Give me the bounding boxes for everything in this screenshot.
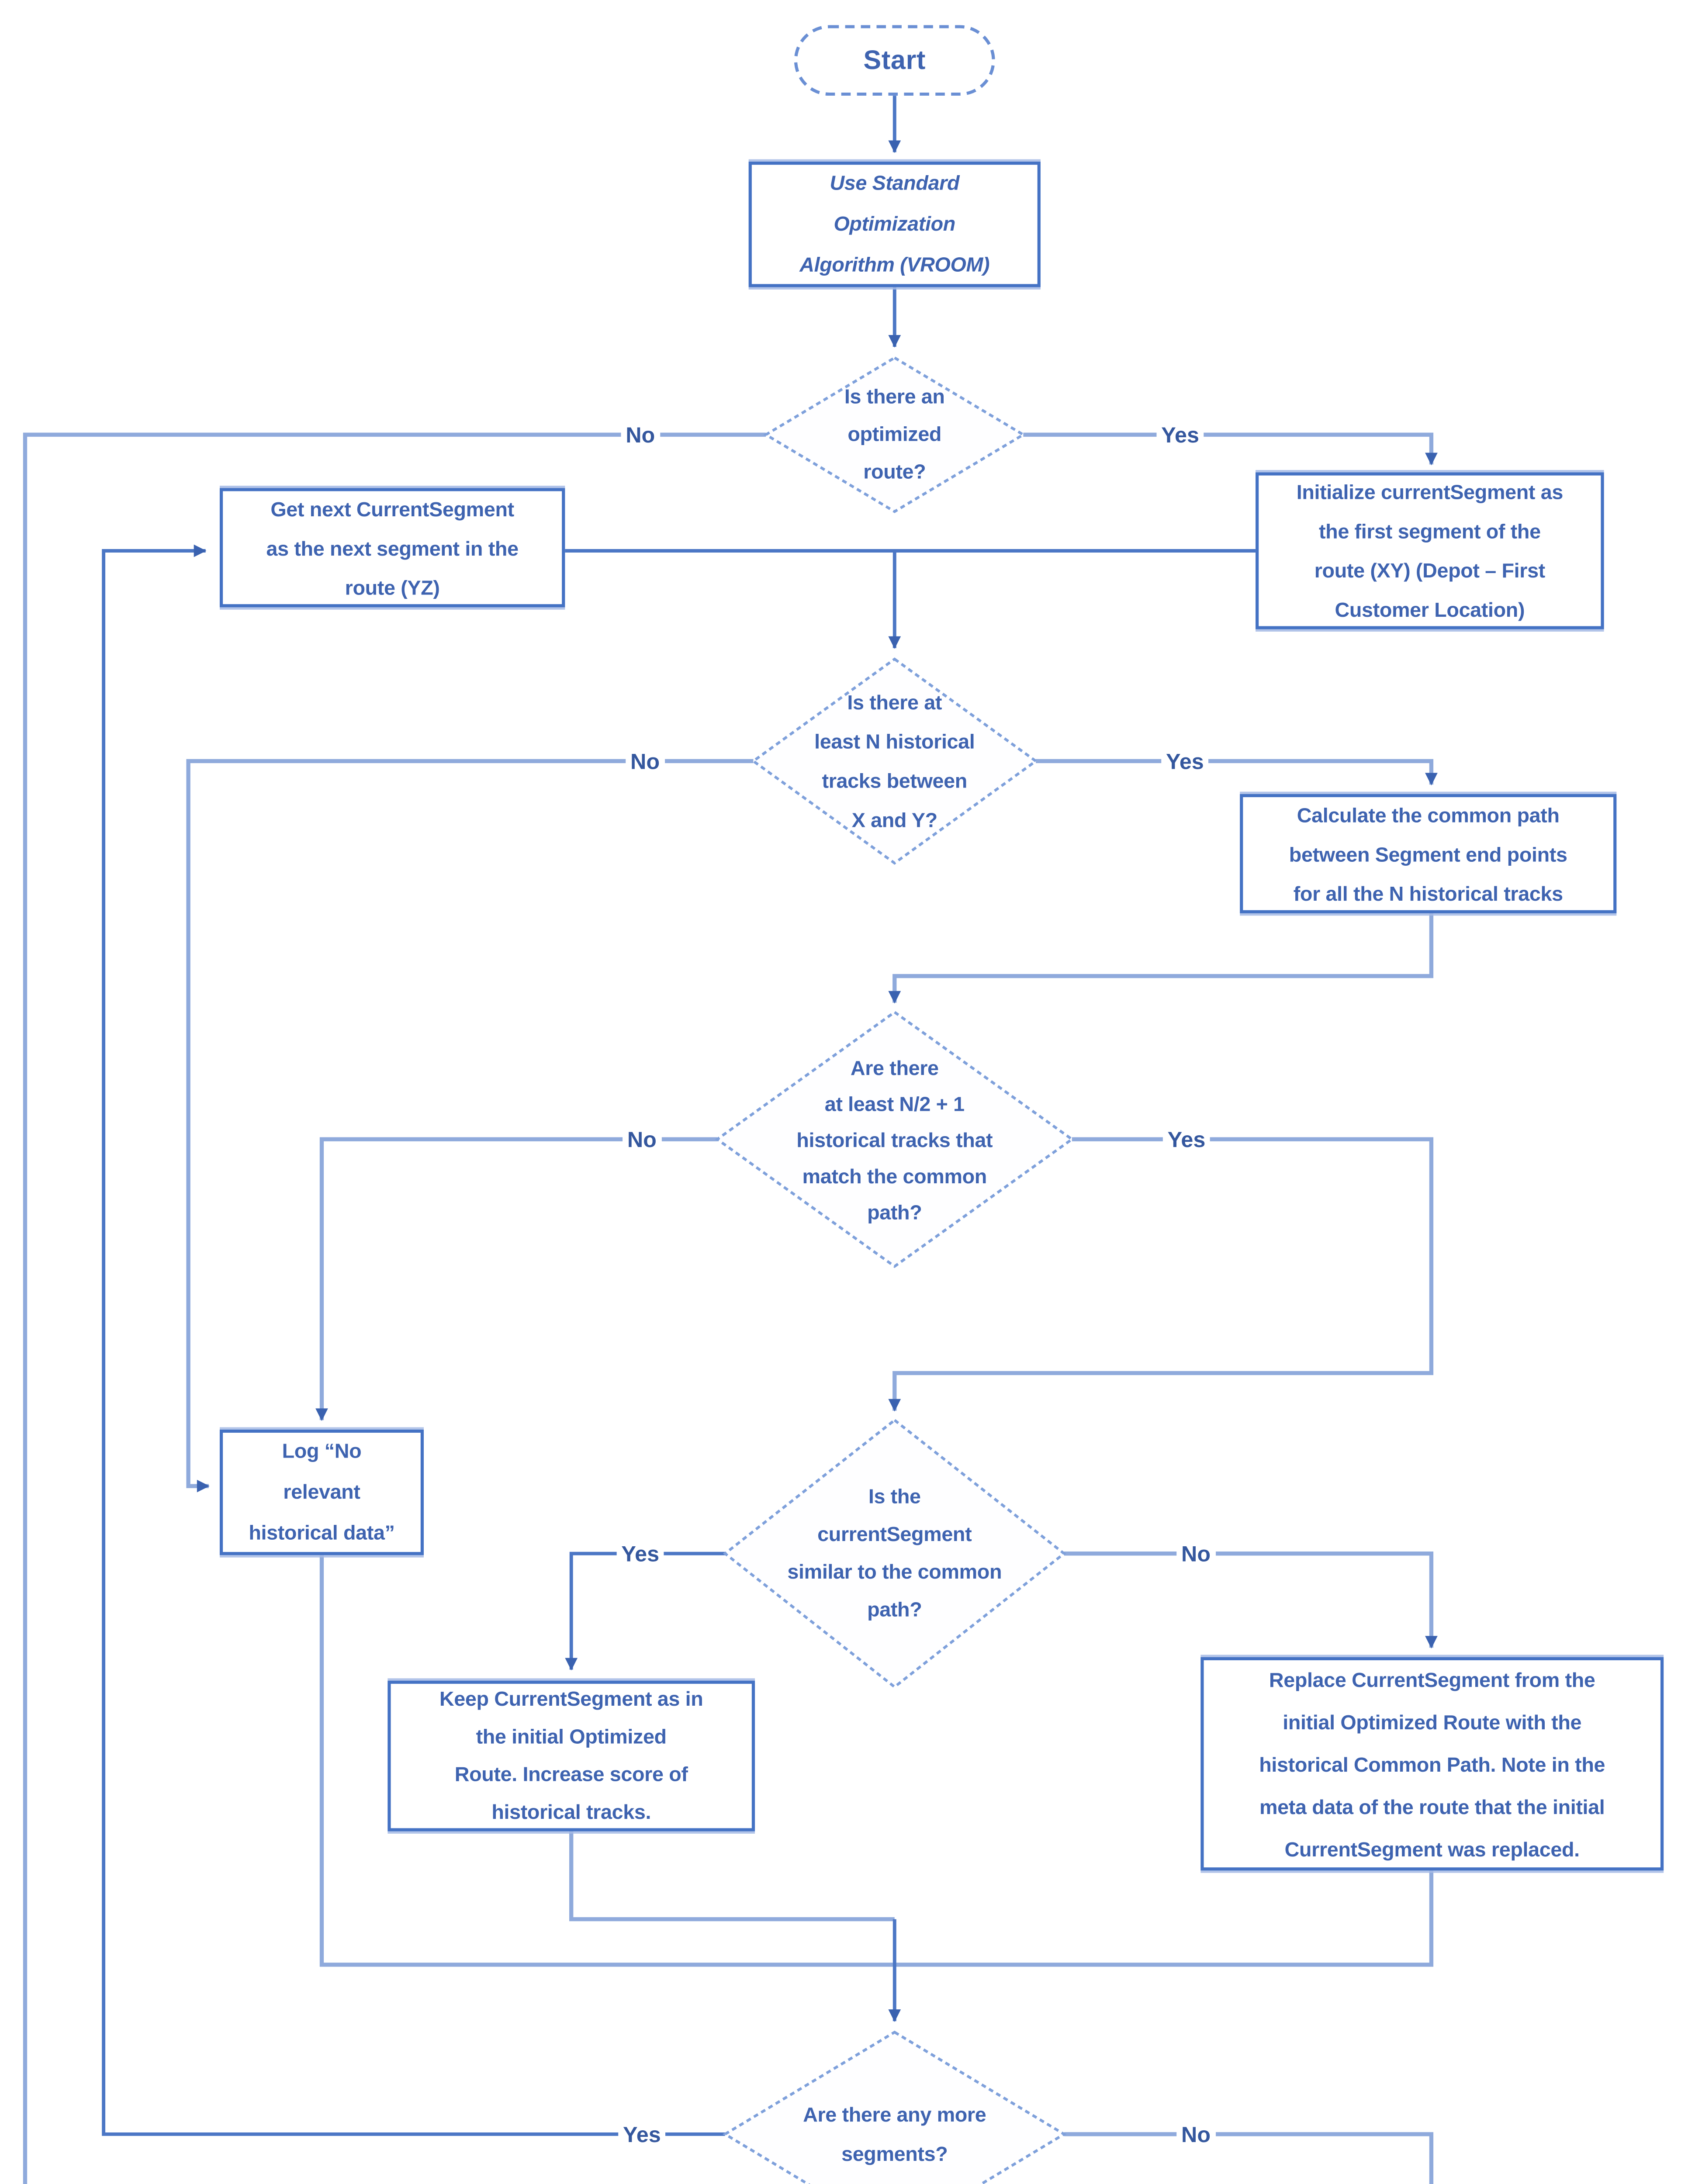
calculate-common-path-label: Calculate the common path between Segmen… <box>1289 802 1567 905</box>
decision-segment-similar: Is the currentSegment similar to the com… <box>761 1459 1028 1648</box>
process-calculate-common-path: Calculate the common path between Segmen… <box>1240 794 1617 913</box>
process-replace-segment: Replace CurrentSegment from the initial … <box>1200 1657 1664 1871</box>
process-use-vroom: Use Standard Optimization Algorithm (VRO… <box>748 162 1041 287</box>
edge-d1-no <box>23 432 766 2184</box>
terminator-start: Start <box>794 25 995 96</box>
edge-d1-yes <box>1023 432 1438 466</box>
edge-d2-no <box>186 759 754 1493</box>
edge-label-d4-yes: Yes <box>616 1541 664 1566</box>
decision-segment-similar-label: Is the currentSegment similar to the com… <box>787 1484 1002 1621</box>
decision-n-historical-tracks-label: Is there at least N historical tracks be… <box>814 690 975 832</box>
edge-d3-yes <box>888 1137 1434 1412</box>
edge-d5-no <box>1064 2132 1434 2184</box>
edge-label-d4-no: No <box>1176 1541 1215 1566</box>
edge-d4-yes <box>565 1552 725 1671</box>
log-no-data-label: Log “No relevant historical data” <box>249 1439 395 1545</box>
process-keep-segment: Keep CurrentSegment as in the initial Op… <box>387 1680 755 1832</box>
replace-segment-label: Replace CurrentSegment from the initial … <box>1259 1667 1605 1861</box>
process-log-no-data: Log “No relevant historical data” <box>219 1429 424 1555</box>
process-get-next-segment: Get next CurrentSegment as the next segm… <box>219 488 565 608</box>
decision-more-segments: Are there any more segments? <box>777 2079 1012 2184</box>
decision-majority-match-label: Are there at least N/2 + 1 historical tr… <box>796 1055 993 1223</box>
decision-optimized-route: Is there an optimized route? <box>800 372 989 497</box>
edge-calc-to-d3 <box>888 913 1434 1004</box>
edge-log-down <box>319 1555 895 1967</box>
edge-label-d1-no: No <box>621 422 660 447</box>
edge-label-d5-yes: Yes <box>618 2122 666 2147</box>
use-vroom-label: Use Standard Optimization Algorithm (VRO… <box>799 171 990 276</box>
decision-more-segments-shape <box>722 2030 1067 2184</box>
edge-label-d1-yes: Yes <box>1156 422 1204 447</box>
decision-more-segments-label: Are there any more segments? <box>803 2103 986 2166</box>
edge-d4-no <box>1064 1551 1438 1649</box>
edge-d2-yes <box>1036 759 1438 786</box>
decision-segment-similar-shape <box>723 1418 1066 1689</box>
process-initialize-current-segment: Initialize currentSegment as the first s… <box>1256 472 1604 629</box>
keep-segment-label: Keep CurrentSegment as in the initial Op… <box>439 1687 703 1824</box>
edge-d3-no <box>315 1137 717 1421</box>
edge-label-d2-yes: Yes <box>1161 748 1209 774</box>
decision-optimized-route-shape <box>763 356 1026 513</box>
edge-label-d2-no: No <box>626 748 664 774</box>
get-next-segment-label: Get next CurrentSegment as the next segm… <box>266 497 519 599</box>
decision-n-historical-tracks-shape <box>751 657 1038 865</box>
decision-majority-match: Are there at least N/2 + 1 historical tr… <box>769 1037 1020 1241</box>
decision-optimized-route-label: Is there an optimized route? <box>844 384 945 484</box>
edge-label-d3-no: No <box>623 1127 661 1152</box>
edge-label-d3-yes: Yes <box>1162 1127 1211 1152</box>
start-label: Start <box>863 45 926 75</box>
edge-label-d5-no: No <box>1176 2122 1215 2147</box>
decision-n-historical-tracks: Is there at least N historical tracks be… <box>792 683 996 840</box>
initialize-current-segment-label: Initialize currentSegment as the first s… <box>1296 480 1564 622</box>
edge-keep-down <box>569 1831 895 1921</box>
edge-d5-yes-loop <box>102 544 725 2136</box>
edge-replace-down <box>894 1870 1434 1967</box>
